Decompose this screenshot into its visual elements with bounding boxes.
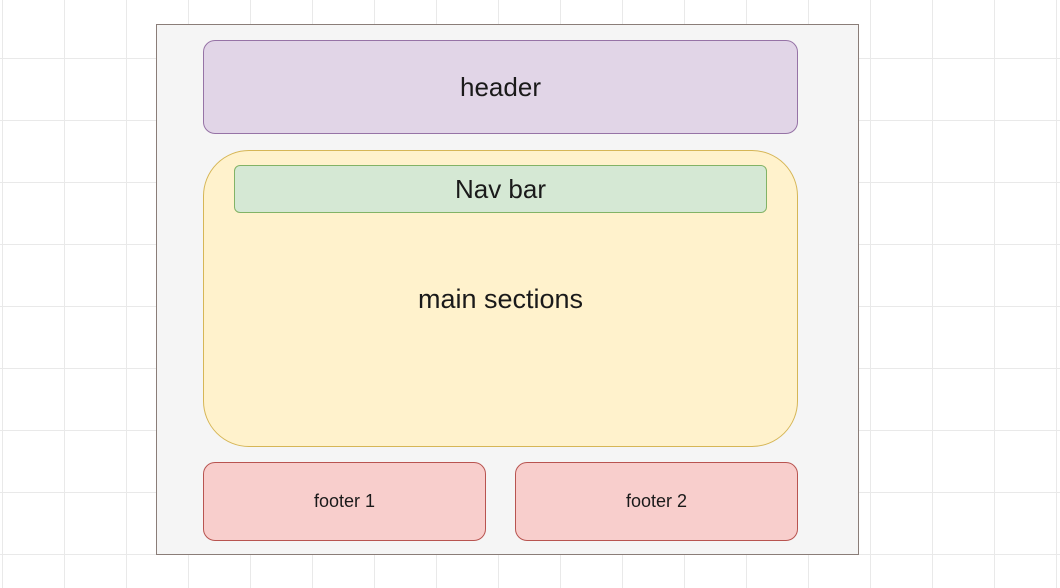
footer-1-block: footer 1 (203, 462, 486, 541)
nav-bar-label: Nav bar (454, 173, 547, 204)
header-block: header (203, 40, 798, 134)
nav-bar-block: Nav bar (234, 165, 767, 213)
footer-2-block: footer 2 (515, 462, 798, 541)
header-label: header (460, 71, 541, 102)
main-sections-label: main sections (417, 283, 584, 314)
footer-1-label: footer 1 (313, 491, 376, 511)
footer-2-label: footer 2 (625, 491, 688, 511)
